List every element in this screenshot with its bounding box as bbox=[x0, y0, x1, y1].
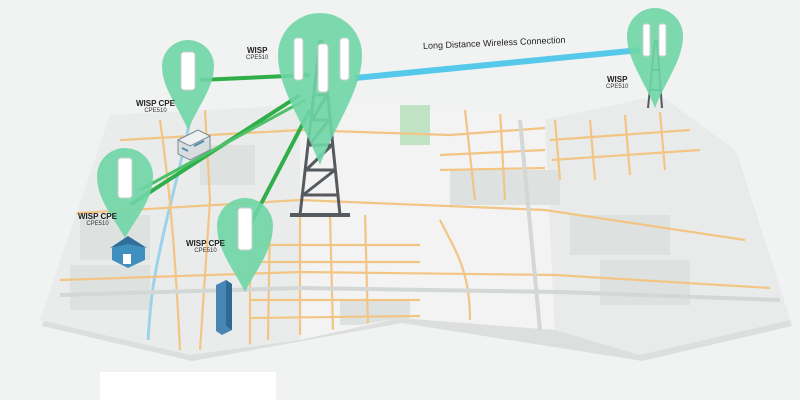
node-model: CPE510 bbox=[246, 55, 269, 62]
label-cpe-3: WISP CPE CPE510 bbox=[186, 239, 225, 255]
pin-wisp-remote bbox=[627, 8, 683, 109]
node-title: WISP bbox=[606, 75, 628, 84]
label-wisp-main: WISP CPE510 bbox=[246, 46, 269, 62]
cpe-device-icon bbox=[180, 51, 196, 91]
antenna-device-icon bbox=[658, 23, 667, 57]
wireless-links bbox=[128, 47, 641, 226]
river bbox=[146, 119, 192, 341]
node-title: WISP bbox=[246, 46, 268, 55]
house-icon bbox=[110, 236, 147, 268]
cpe-device-icon bbox=[237, 207, 253, 251]
blank-panel bbox=[100, 372, 276, 400]
label-cpe-2: WISP CPE CPE510 bbox=[78, 212, 117, 228]
link-cpe2b bbox=[139, 98, 306, 192]
folded-map bbox=[40, 95, 792, 361]
node-model: CPE510 bbox=[194, 248, 217, 255]
antenna-device-icon bbox=[642, 23, 651, 57]
building-icon bbox=[176, 129, 212, 161]
node-title: WISP CPE bbox=[78, 212, 117, 221]
main-roads bbox=[59, 119, 781, 331]
label-cpe-1: WISP CPE CPE510 bbox=[136, 99, 175, 115]
park-area bbox=[400, 105, 430, 145]
node-title: WISP CPE bbox=[136, 99, 175, 108]
pin-wisp-main bbox=[278, 13, 362, 165]
label-wisp-remote: WISP CPE510 bbox=[606, 75, 629, 91]
skyscraper-icon bbox=[216, 280, 232, 335]
map-roads bbox=[44, 109, 771, 351]
node-title: WISP CPE bbox=[186, 239, 225, 248]
node-model: CPE510 bbox=[86, 221, 109, 228]
pin-cpe-2 bbox=[97, 148, 153, 238]
park-area-2 bbox=[705, 347, 775, 355]
pin-cpe-3 bbox=[217, 198, 273, 292]
map-panel-center bbox=[300, 100, 555, 340]
cpe-device-icon bbox=[117, 157, 133, 199]
pin-cpe-1 bbox=[162, 40, 214, 130]
antenna-device-icon bbox=[293, 37, 350, 93]
node-model: CPE510 bbox=[144, 108, 167, 115]
link-long-distance bbox=[354, 47, 641, 81]
node-model: CPE510 bbox=[606, 84, 629, 91]
